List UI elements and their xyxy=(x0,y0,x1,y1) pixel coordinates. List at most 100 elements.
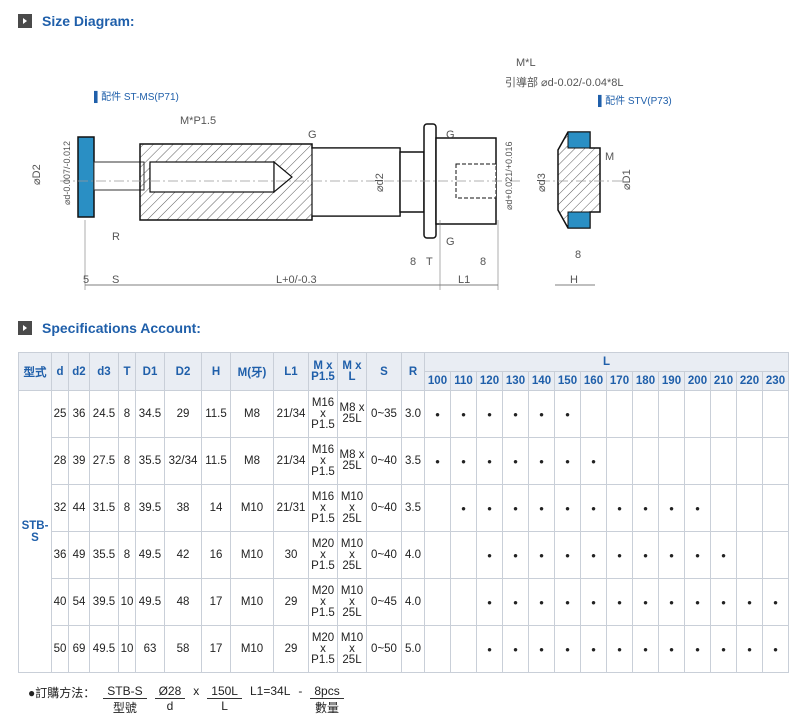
availability-cell xyxy=(736,390,763,438)
order-qty: 8pcs 數量 xyxy=(310,684,344,716)
availability-cell: • xyxy=(476,437,503,485)
col-header: d xyxy=(51,352,69,391)
cell-mxl: M10 x 25L xyxy=(337,625,367,673)
cell-mxl: M8 x 25L xyxy=(337,390,367,438)
availability-cell: • xyxy=(684,578,711,626)
order-model-value: STB-S xyxy=(103,684,147,699)
header-row-1: 型式 d d2 d3 T D1 D2 H M(牙) L1 M x P1.5 M … xyxy=(18,352,789,391)
availability-cell: • xyxy=(554,531,581,579)
availability-cell: • xyxy=(606,625,633,673)
col-header: d3 xyxy=(89,352,119,391)
cell-d2: 36 xyxy=(68,390,90,438)
cell-h: 11.5 xyxy=(201,390,231,438)
availability-cell: • xyxy=(580,484,607,532)
model-cell: STB-S xyxy=(18,390,52,673)
l-col-header: 200 xyxy=(684,371,711,391)
l-col-header: 130 xyxy=(502,371,529,391)
cell-d: 28 xyxy=(51,437,69,485)
cell-d2: 54 xyxy=(68,578,90,626)
col-header: D1 xyxy=(135,352,165,391)
cell-d3: 24.5 xyxy=(89,390,119,438)
availability-cell xyxy=(736,484,763,532)
cell-mxl: M10 x 25L xyxy=(337,578,367,626)
cell-m: M10 xyxy=(230,578,274,626)
cell-d2: 29 xyxy=(164,390,202,438)
order-l: 150L L xyxy=(207,684,242,713)
cell-t: 8 xyxy=(118,390,136,438)
availability-cell xyxy=(762,437,789,485)
availability-cell: • xyxy=(502,578,529,626)
availability-cell: • xyxy=(554,625,581,673)
availability-cell: • xyxy=(450,437,477,485)
availability-cell: • xyxy=(580,625,607,673)
availability-cell: • xyxy=(736,578,763,626)
cell-d1: 34.5 xyxy=(135,390,165,438)
cell-mxp: M16 x P1.5 xyxy=(308,484,338,532)
cell-r: 3.5 xyxy=(401,484,425,532)
cell-l1: 30 xyxy=(273,531,309,579)
l-col-header: 110 xyxy=(450,371,477,391)
label-d2-small: ⌀d2 xyxy=(374,173,386,192)
availability-cell xyxy=(684,390,711,438)
col-header: L1 xyxy=(273,352,309,391)
cell-s: 0~40 xyxy=(366,484,402,532)
availability-cell: • xyxy=(580,531,607,579)
availability-cell xyxy=(424,531,451,579)
cell-d2: 42 xyxy=(164,531,202,579)
cell-mxl: M10 x 25L xyxy=(337,531,367,579)
l-col-header: 160 xyxy=(580,371,607,391)
availability-cell: • xyxy=(658,625,685,673)
cell-d3: 39.5 xyxy=(89,578,119,626)
order-dash: - xyxy=(298,684,303,698)
cell-d2: 48 xyxy=(164,578,202,626)
spec-title: Specifications Account: xyxy=(42,320,201,336)
l-col-header: 120 xyxy=(476,371,503,391)
cell-t: 10 xyxy=(118,625,136,673)
availability-cell xyxy=(710,484,737,532)
cell-d3: 31.5 xyxy=(89,484,119,532)
order-l-value: 150L xyxy=(207,684,242,699)
cell-d1: 63 xyxy=(135,625,165,673)
l-col-header: 170 xyxy=(606,371,633,391)
cell-s: 0~45 xyxy=(366,578,402,626)
l-col-header: 180 xyxy=(632,371,659,391)
availability-cell: • xyxy=(424,390,451,438)
label-D2: ⌀D2 xyxy=(31,164,43,185)
availability-cell: • xyxy=(736,625,763,673)
l-col-header: 190 xyxy=(658,371,685,391)
availability-cell: • xyxy=(502,625,529,673)
label-d3: ⌀d3 xyxy=(536,173,548,192)
availability-cell: • xyxy=(606,578,633,626)
col-header: D2 xyxy=(164,352,202,391)
availability-cell: • xyxy=(632,484,659,532)
order-d-value: Ø28 xyxy=(154,684,186,699)
availability-cell: • xyxy=(632,531,659,579)
availability-cell: • xyxy=(554,578,581,626)
label-dim-H: H xyxy=(570,274,578,286)
cell-m: M8 xyxy=(230,390,274,438)
availability-cell: • xyxy=(424,437,451,485)
label-st-ms: ▌配件 ST-MS(P71) xyxy=(94,90,179,104)
col-header: M x P1.5 xyxy=(308,352,338,391)
cell-h: 16 xyxy=(201,531,231,579)
cell-t: 8 xyxy=(118,484,136,532)
cell-d1: 39.5 xyxy=(135,484,165,532)
availability-cell: • xyxy=(710,625,737,673)
availability-cell: • xyxy=(528,390,555,438)
spec-table: 型式 d d2 d3 T D1 D2 H M(牙) L1 M x P1.5 M … xyxy=(18,352,789,673)
cell-d2: 39 xyxy=(68,437,90,485)
col-header: 型式 xyxy=(18,352,52,391)
cell-d1: 49.5 xyxy=(135,531,165,579)
cell-m: M10 xyxy=(230,484,274,532)
availability-cell xyxy=(632,437,659,485)
spec-heading: Specifications Account: xyxy=(18,320,201,336)
label-dim-L: L+0/-0.3 xyxy=(276,274,317,286)
availability-cell: • xyxy=(502,437,529,485)
label-dim-8b: 8 xyxy=(480,256,486,268)
label-stv: ▌配件 STV(P73) xyxy=(598,94,672,108)
order-qty-label: 數量 xyxy=(315,701,340,715)
